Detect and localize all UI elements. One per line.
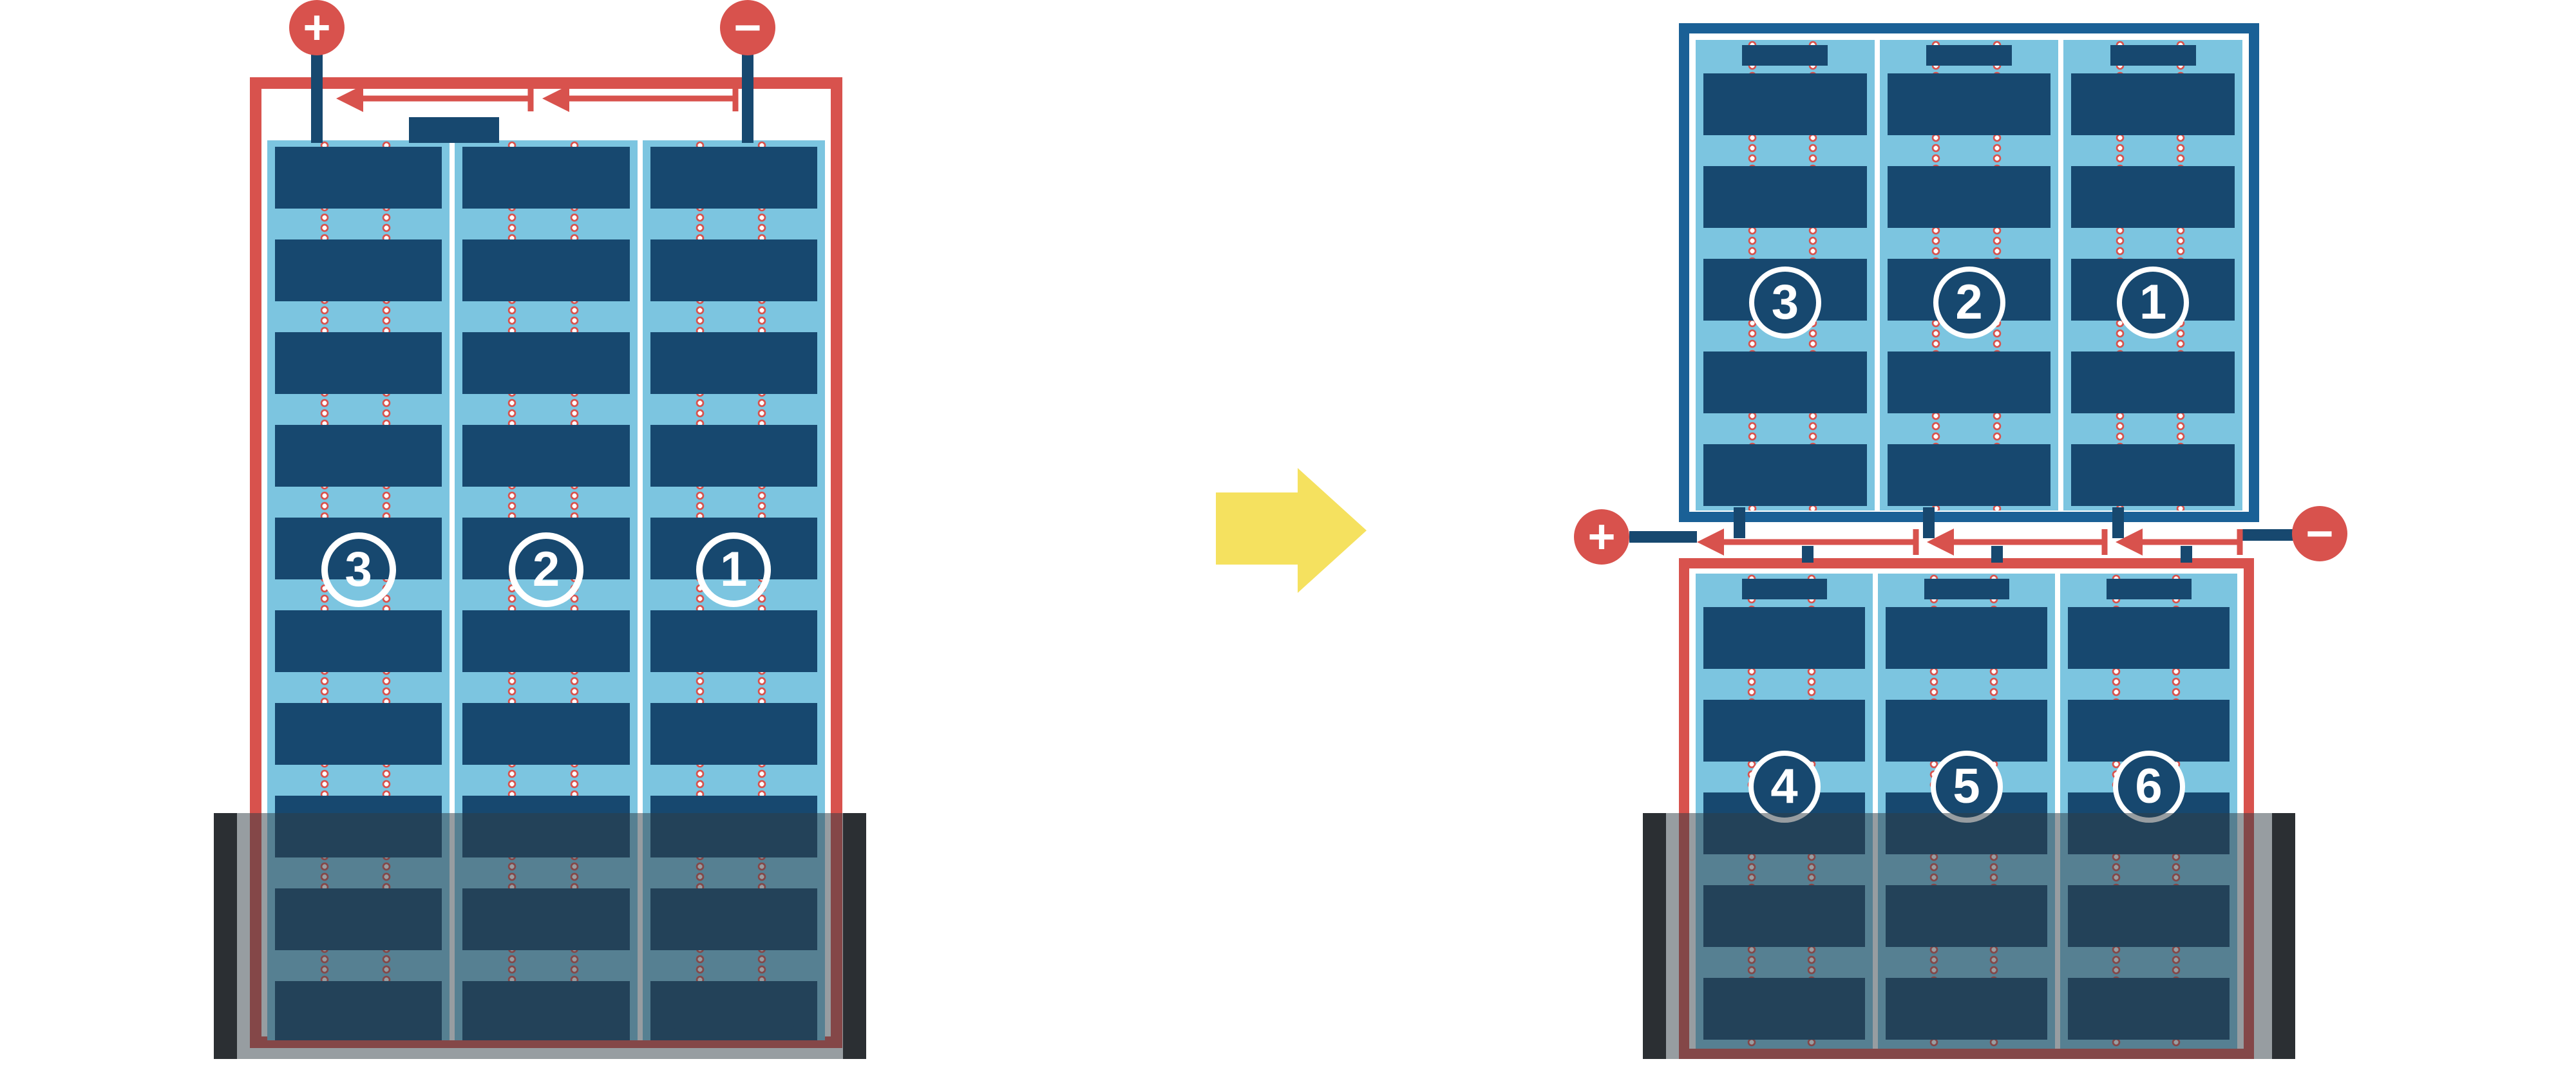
top-connector-tab bbox=[2106, 579, 2192, 599]
right-top-cell-array: 3 2 1 bbox=[1696, 40, 2243, 511]
cell-string-column: 1 bbox=[2063, 40, 2243, 511]
panel-tab bbox=[2112, 507, 2124, 538]
positive-terminal: + bbox=[1574, 509, 1629, 565]
shading-overlay bbox=[214, 813, 866, 1059]
shading-overlay bbox=[1643, 813, 2295, 1059]
string-number-badge: 2 bbox=[1933, 267, 2005, 339]
transform-arrow-icon bbox=[1216, 468, 1367, 593]
panel-tab bbox=[1734, 507, 1745, 538]
shadow-tint bbox=[237, 813, 843, 1059]
string-number-badge: 1 bbox=[696, 532, 772, 607]
string-number-badge: 1 bbox=[2117, 267, 2190, 339]
middle-wiring bbox=[1629, 507, 2295, 563]
panel-tab bbox=[2181, 546, 2192, 563]
current-arrow-icon bbox=[1697, 529, 1724, 556]
current-arrow-icon bbox=[2116, 529, 2143, 556]
panel-tab bbox=[1923, 507, 1935, 538]
panel-tab bbox=[1991, 546, 2003, 563]
top-interconnect bbox=[409, 117, 499, 143]
top-connector-tab bbox=[1924, 579, 2009, 599]
shade-post-right bbox=[2272, 813, 2295, 1059]
negative-terminal: − bbox=[2292, 506, 2347, 561]
string-number-badge: 2 bbox=[508, 532, 583, 607]
top-connector-tab bbox=[1926, 45, 2012, 66]
top-connector-tab bbox=[1741, 579, 1827, 599]
cell-string-column: 2 bbox=[1879, 40, 2059, 511]
negative-terminal: − bbox=[720, 0, 775, 55]
minus-lead bbox=[2240, 529, 2295, 541]
panel-tab bbox=[1802, 546, 1814, 563]
current-direction-line bbox=[359, 86, 739, 111]
shade-post-right bbox=[843, 813, 866, 1059]
current-direction-line bbox=[1719, 529, 2243, 555]
shade-post-left bbox=[1643, 813, 1666, 1059]
top-connector-tab bbox=[2110, 45, 2196, 66]
shadow-tint bbox=[1666, 813, 2272, 1059]
right-top-module: 3 2 1 bbox=[1679, 23, 2259, 522]
plus-lead bbox=[1629, 531, 1697, 543]
current-arrow-icon bbox=[336, 85, 363, 112]
positive-terminal: + bbox=[289, 0, 345, 55]
current-arrow-icon bbox=[542, 85, 569, 112]
string-number-badge: 5 bbox=[1930, 751, 2003, 823]
shade-post-left bbox=[214, 813, 237, 1059]
cell-string-column: 3 bbox=[1696, 40, 1875, 511]
current-arrow-icon bbox=[1927, 529, 1954, 556]
top-connector-tab bbox=[1742, 45, 1828, 66]
string-number-badge: 6 bbox=[2112, 751, 2185, 823]
string-number-badge: 3 bbox=[321, 532, 396, 607]
string-number-badge: 4 bbox=[1748, 751, 1821, 823]
string-number-badge: 3 bbox=[1748, 267, 1821, 339]
